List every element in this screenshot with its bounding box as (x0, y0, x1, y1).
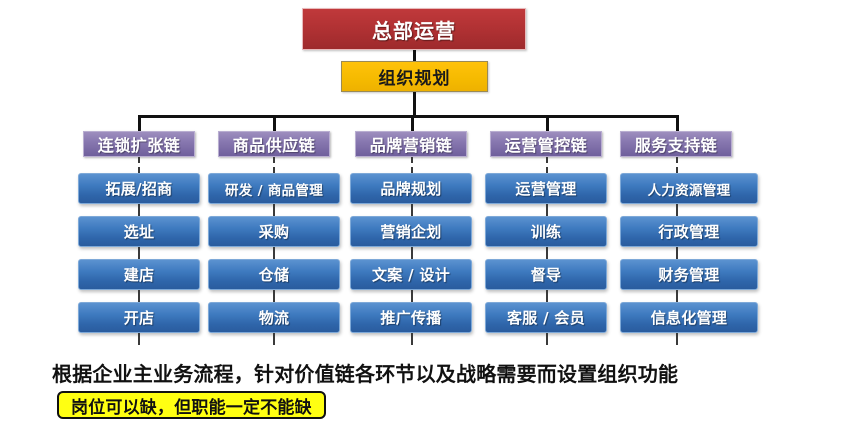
connector-bus-drop-5 (676, 115, 679, 132)
connector-bus-drop-1 (138, 115, 141, 132)
dash-connector-c2-r0 (273, 157, 275, 173)
chain-header-3: 品牌营销链 (355, 131, 467, 157)
function-box-c3-r3: 文案 / 设计 (350, 259, 472, 290)
function-box-c4-r1: 运营管理 (485, 173, 607, 204)
footer-statement: 根据企业主业务流程，针对价值链各环节以及战略需要而设置组织功能 (52, 362, 679, 386)
chain-header-label: 运营管控链 (504, 136, 588, 155)
chain-header-label: 品牌营销链 (369, 136, 453, 155)
function-box-label: 文案 / 设计 (371, 266, 451, 284)
function-box-c4-r4: 客服 / 会员 (485, 302, 607, 333)
function-box-c3-r1: 品牌规划 (350, 173, 472, 204)
dash-connector-c3-r0 (411, 157, 413, 173)
dash-connector-c5-r2 (676, 247, 678, 259)
function-box-c1-r3: 建店 (78, 259, 200, 290)
function-box-c5-r4: 信息化管理 (620, 302, 758, 333)
chain-header-label: 服务支持链 (634, 136, 718, 155)
function-box-label: 督导 (530, 266, 562, 284)
function-box-c2-r2: 采购 (208, 216, 340, 247)
plan-node-label: 组织规划 (378, 69, 451, 89)
function-box-label: 研发 / 商品管理 (224, 182, 324, 199)
connector-bus-drop-4 (546, 115, 549, 132)
dash-connector-c2-r2 (273, 247, 275, 259)
function-box-c2-r1: 研发 / 商品管理 (208, 173, 340, 204)
function-box-c5-r3: 财务管理 (620, 259, 758, 290)
dash-connector-c1-r4 (138, 333, 140, 345)
function-box-c1-r4: 开店 (78, 302, 200, 333)
dash-connector-c1-r3 (138, 290, 140, 302)
dash-connector-c3-r2 (411, 247, 413, 259)
dash-connector-c5-r4 (676, 333, 678, 345)
function-box-c5-r1: 人力资源管理 (620, 173, 758, 204)
function-box-label: 选址 (123, 223, 155, 241)
function-box-label: 拓展/招商 (105, 180, 173, 198)
dash-connector-c4-r2 (546, 247, 548, 259)
chain-header-2: 商品供应链 (218, 131, 330, 157)
function-box-label: 人力资源管理 (647, 182, 731, 199)
function-box-c4-r2: 训练 (485, 216, 607, 247)
dash-connector-c1-r0 (138, 157, 140, 173)
footer-highlight-badge: 岗位可以缺，但职能一定不能缺 (57, 391, 326, 419)
dash-connector-c5-r1 (676, 204, 678, 216)
dash-connector-c1-r2 (138, 247, 140, 259)
connector-root-to-plan (413, 50, 416, 61)
chain-header-4: 运营管控链 (490, 131, 602, 157)
function-box-label: 训练 (530, 223, 562, 241)
chain-header-label: 连锁扩张链 (97, 136, 181, 155)
dash-connector-c5-r0 (676, 157, 678, 173)
function-box-c2-r3: 仓储 (208, 259, 340, 290)
function-box-c1-r2: 选址 (78, 216, 200, 247)
function-box-c4-r3: 督导 (485, 259, 607, 290)
function-box-label: 品牌规划 (380, 180, 442, 198)
footer-highlight-label: 岗位可以缺，但职能一定不能缺 (71, 397, 312, 418)
function-box-label: 物流 (258, 309, 290, 327)
function-box-label: 信息化管理 (650, 309, 728, 327)
connector-bus-drop-3 (411, 115, 414, 132)
function-box-label: 运营管理 (515, 180, 577, 198)
function-box-label: 建店 (123, 266, 155, 284)
function-box-c5-r2: 行政管理 (620, 216, 758, 247)
dash-connector-c4-r1 (546, 204, 548, 216)
dash-connector-c1-r1 (138, 204, 140, 216)
function-box-label: 营销企划 (380, 223, 442, 241)
dash-connector-c3-r4 (411, 333, 413, 345)
dash-connector-c4-r4 (546, 333, 548, 345)
function-box-label: 推广传播 (380, 309, 442, 327)
function-box-c3-r2: 营销企划 (350, 216, 472, 247)
chain-header-1: 连锁扩张链 (83, 131, 195, 157)
function-box-c3-r4: 推广传播 (350, 302, 472, 333)
function-box-label: 采购 (258, 223, 290, 241)
root-node-label: 总部运营 (372, 18, 456, 43)
function-box-label: 行政管理 (658, 223, 720, 241)
dash-connector-c2-r4 (273, 333, 275, 345)
connector-horizontal-bus (138, 115, 678, 118)
chain-header-5: 服务支持链 (620, 131, 732, 157)
dash-connector-c3-r1 (411, 204, 413, 216)
dash-connector-c4-r3 (546, 290, 548, 302)
dash-connector-c3-r3 (411, 290, 413, 302)
function-box-c2-r4: 物流 (208, 302, 340, 333)
dash-connector-c2-r3 (273, 290, 275, 302)
root-node-headquarters-operations: 总部运营 (302, 8, 526, 50)
dash-connector-c5-r3 (676, 290, 678, 302)
function-box-label: 仓储 (258, 266, 290, 284)
function-box-label: 客服 / 会员 (506, 309, 586, 327)
function-box-label: 开店 (123, 309, 155, 327)
dash-connector-c2-r1 (273, 204, 275, 216)
function-box-label: 财务管理 (658, 266, 720, 284)
chain-header-label: 商品供应链 (232, 136, 316, 155)
plan-node-organization-planning: 组织规划 (341, 61, 488, 92)
connector-plan-to-bus (413, 92, 416, 117)
function-box-c1-r1: 拓展/招商 (78, 173, 200, 204)
dash-connector-c4-r0 (546, 157, 548, 173)
connector-bus-drop-2 (273, 115, 276, 132)
